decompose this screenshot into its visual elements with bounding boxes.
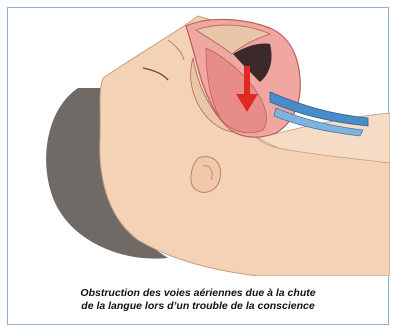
caption-line-2: de la langue lors d’un trouble de la con… bbox=[8, 300, 388, 313]
airway-obstruction-illustration bbox=[8, 8, 390, 276]
figure-frame: Obstruction des voies aériennes due à la… bbox=[7, 7, 389, 325]
caption-line-1: Obstruction des voies aériennes due à la… bbox=[8, 287, 388, 300]
figure-caption: Obstruction des voies aériennes due à la… bbox=[8, 287, 388, 313]
ear bbox=[191, 157, 221, 193]
